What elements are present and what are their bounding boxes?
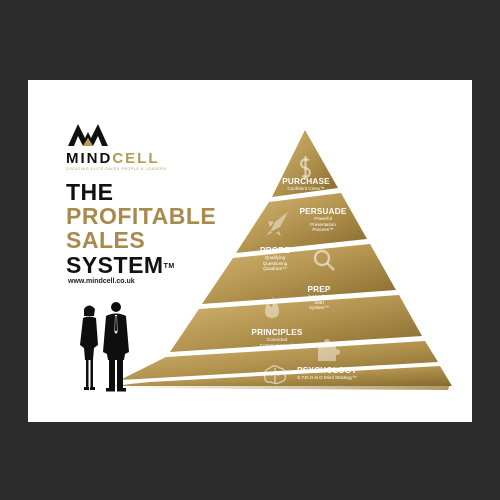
- website-url: www.mindcell.co.uk: [68, 278, 135, 285]
- brain-icon: [263, 365, 287, 385]
- title-line-2: PROFITABLE: [66, 203, 217, 229]
- pyramid-level-prep: [170, 295, 422, 352]
- pyramid-level-probe: [202, 244, 396, 304]
- brand-tagline: CREATING ELITE SALES PEOPLE & LEADERS: [66, 167, 167, 171]
- level-principles-label: PRINCIPLES Convicted Communicator™: [251, 328, 303, 348]
- puzzle-icon: [318, 339, 340, 361]
- title-line-1: THE: [66, 179, 114, 205]
- level-persuade-label: PERSUADE Powerful Presentation Process™: [299, 207, 347, 233]
- trademark-mark: TM: [163, 263, 175, 270]
- pyramid-level-persuade: [236, 193, 367, 253]
- rocket-icon: [266, 212, 288, 236]
- dollar-icon: [299, 156, 312, 179]
- level-purchase-label: PURCHASE Confident Close™: [282, 177, 330, 191]
- brand-name: MINDCELL: [66, 150, 160, 167]
- title-line-4: SYSTEMTM: [66, 252, 175, 278]
- pyramid-level-psychology: [112, 366, 452, 386]
- business-people-silhouette: [80, 302, 129, 392]
- pyramid-level-principles: [120, 341, 438, 380]
- title-line-3: SALES: [66, 227, 146, 253]
- flame-icon: [265, 296, 279, 318]
- level-probe-label: PROBE Qualifying Questioning Quadrant™: [259, 246, 291, 272]
- mindcell-logo-icon: [68, 124, 108, 146]
- level-psychology-label: PSYCHOLOGY S.T.R.O.N.G Mind Strategy™: [297, 366, 357, 380]
- magnifier-icon: [313, 249, 335, 271]
- level-prep-label: PREP S.M.A.R.T. Start System™: [307, 285, 331, 311]
